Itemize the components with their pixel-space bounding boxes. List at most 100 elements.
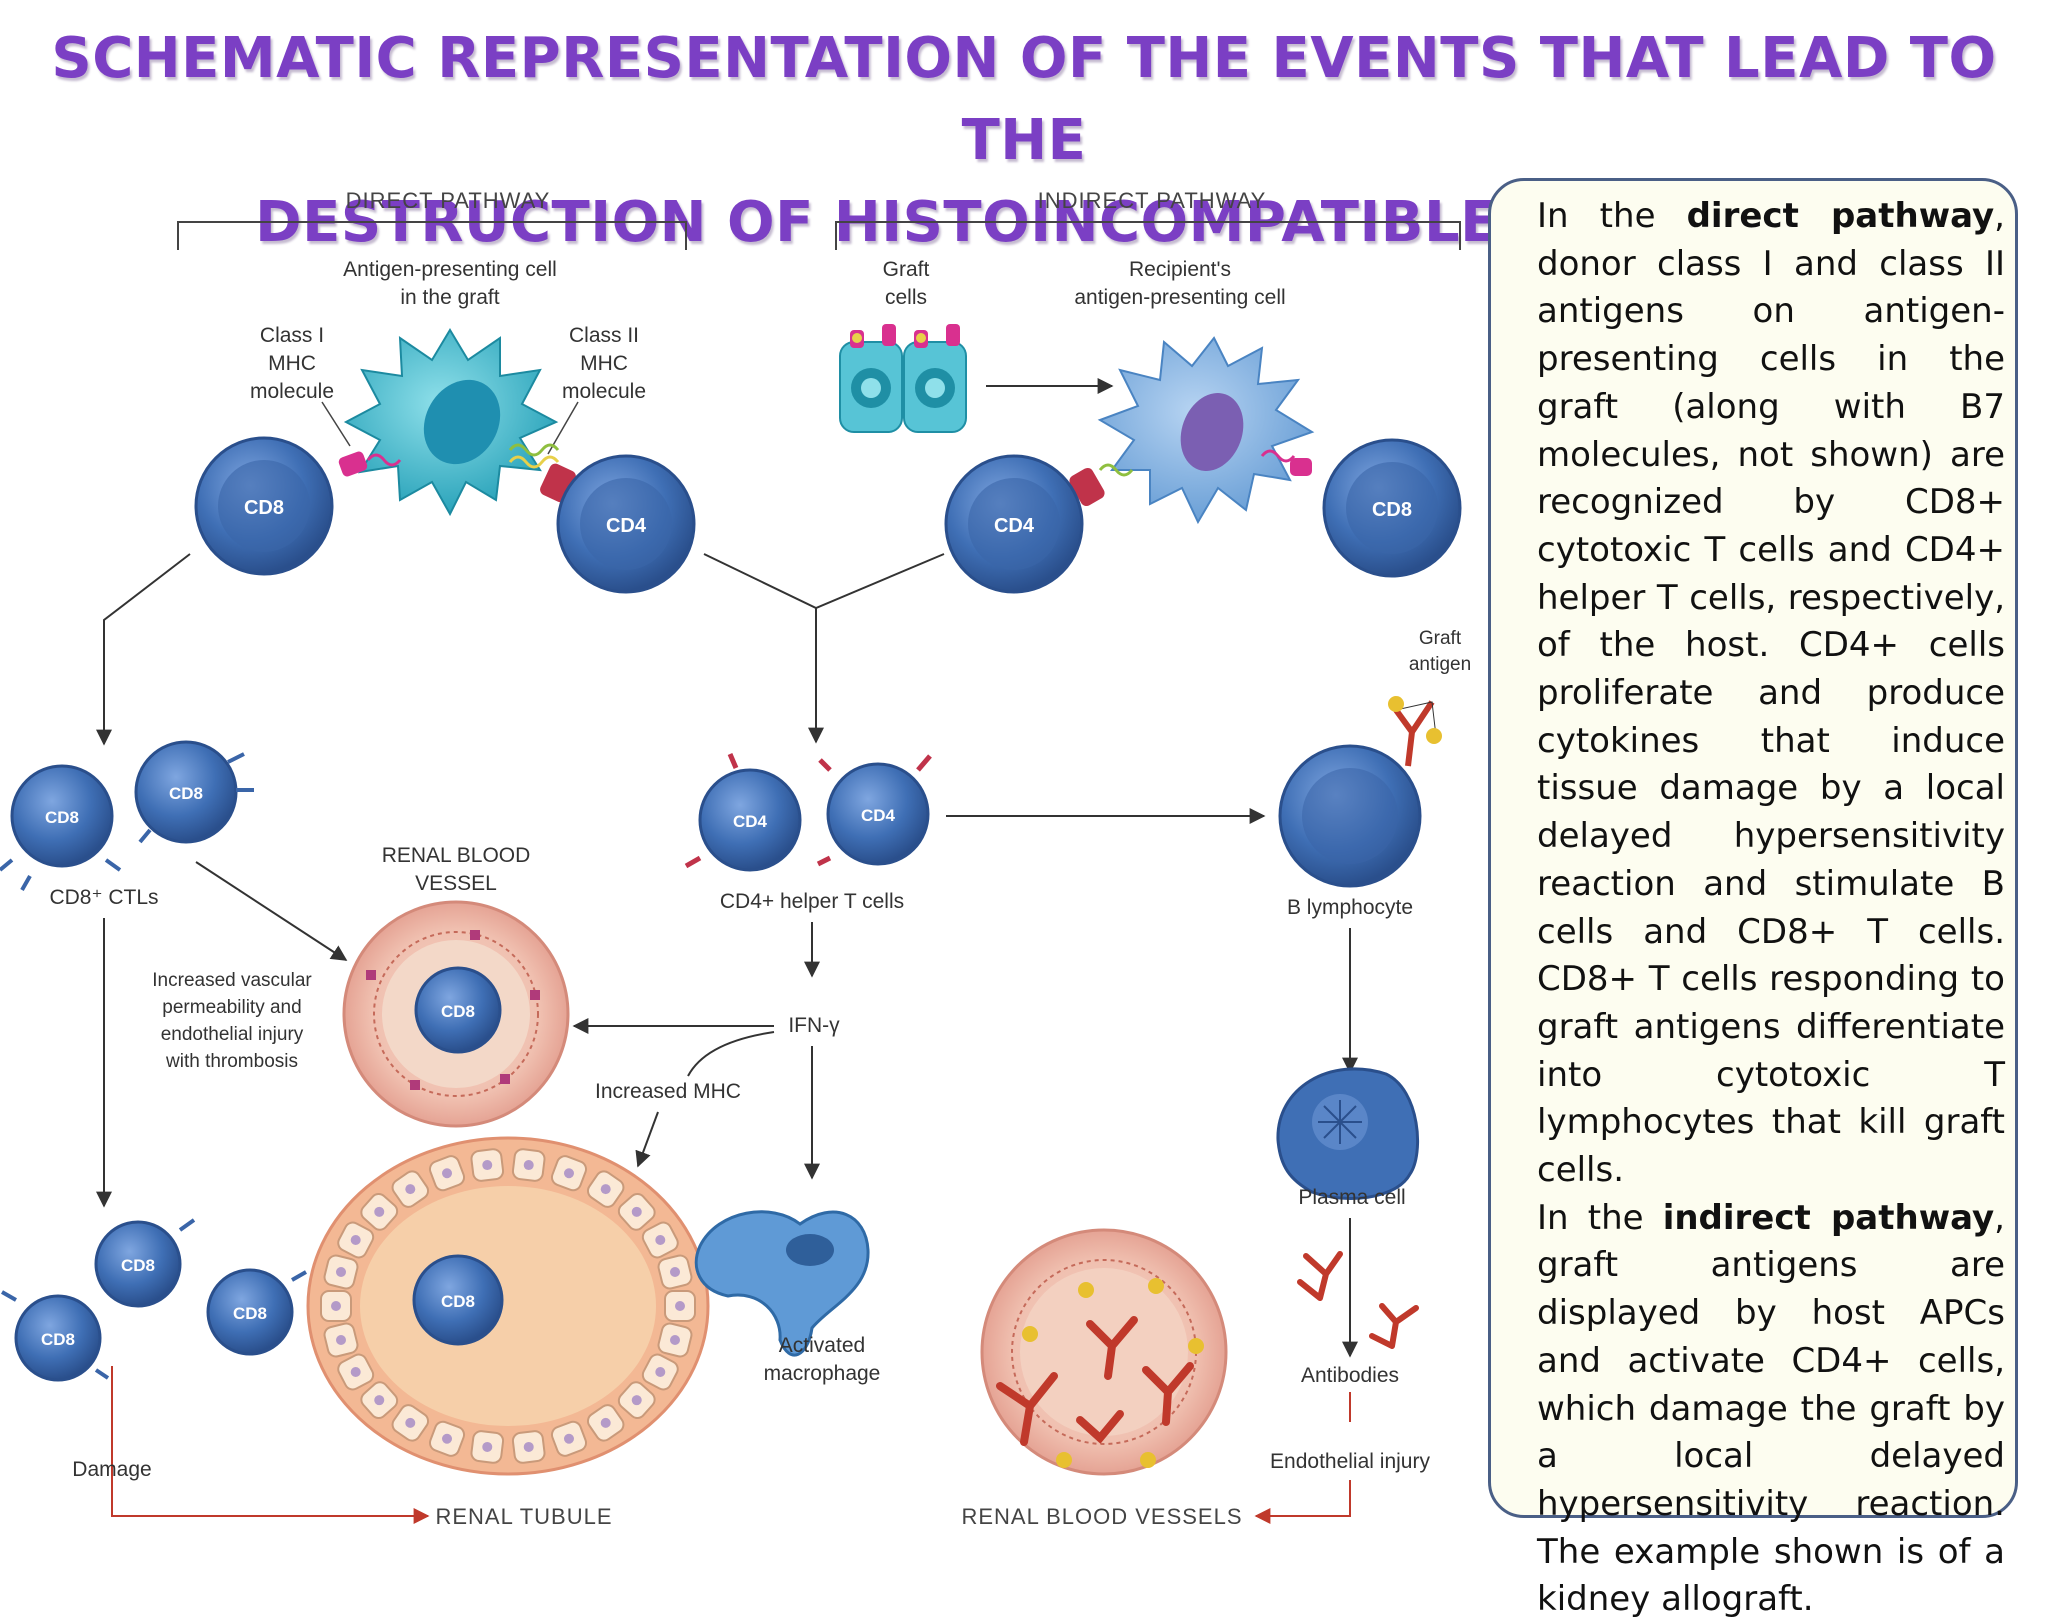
- indirect-mhc-molecules: [1069, 449, 1312, 507]
- vascular-injury-label: Increased vascular permeability and endo…: [152, 970, 312, 1072]
- class-i-mhc-label: Class I MHC molecule: [250, 324, 334, 403]
- tubule-cell-nucleus: [331, 1301, 341, 1311]
- b-lymphocyte-label: B lymphocyte: [1287, 896, 1413, 919]
- svg-text:CD4: CD4: [861, 806, 896, 825]
- svg-text:Recipient's: Recipient's: [1129, 258, 1231, 281]
- tubule-cell-nucleus: [675, 1301, 685, 1311]
- svg-text:Activated: Activated: [779, 1334, 865, 1357]
- class-i-mhc-molecule: [338, 451, 402, 477]
- cd4-helper-label: CD4+ helper T cells: [720, 890, 904, 913]
- cd8-t-cell-indirect: CD8: [1322, 438, 1462, 578]
- svg-text:with thrombosis: with thrombosis: [165, 1051, 298, 1072]
- renal-tubule-label: RENAL TUBULE: [435, 1504, 612, 1529]
- graft-apc-cell: [343, 328, 559, 517]
- svg-text:endothelial injury: endothelial injury: [161, 1024, 304, 1045]
- svg-text:permeability and: permeability and: [162, 997, 301, 1018]
- plasma-cell-label: Plasma cell: [1298, 1186, 1405, 1209]
- b-lymphocyte: [1278, 744, 1422, 888]
- svg-text:CD8: CD8: [45, 808, 79, 827]
- graft-antigen-label: Graft antigen: [1409, 628, 1471, 675]
- svg-text:CD8: CD8: [441, 1292, 475, 1311]
- tubule-cell-nucleus: [655, 1366, 666, 1377]
- svg-text:RENAL BLOOD: RENAL BLOOD: [382, 844, 531, 867]
- increased-mhc-label: Increased MHC: [595, 1080, 741, 1103]
- rejection-diagram: DIRECT PATHWAY INDIRECT PATHWAY Antigen-…: [0, 188, 1471, 1529]
- recipient-apc-label: Recipient's antigen-presenting cell: [1074, 258, 1285, 309]
- tubule-cell-nucleus: [374, 1206, 385, 1217]
- tubule-cell-nucleus: [600, 1417, 611, 1428]
- svg-text:Graft: Graft: [883, 258, 930, 281]
- tubule-cell-nucleus: [563, 1168, 574, 1179]
- svg-text:Antigen-presenting cell: Antigen-presenting cell: [343, 258, 557, 281]
- svg-text:MHC: MHC: [268, 352, 316, 375]
- svg-text:INDIRECT PATHWAY: INDIRECT PATHWAY: [1038, 188, 1267, 213]
- graft-antigen: [1388, 696, 1442, 767]
- cd4-t-cell-direct: CD4: [556, 454, 696, 594]
- tubule-cell-nucleus: [523, 1441, 534, 1452]
- svg-text:CD8: CD8: [244, 497, 284, 519]
- explanation-text: In the direct pathway, donor class I and…: [1537, 193, 2005, 1624]
- graft-cells-label: Graft cells: [883, 258, 930, 309]
- tubule-cell-nucleus: [523, 1160, 534, 1171]
- svg-text:CD8: CD8: [233, 1304, 267, 1323]
- svg-text:VESSEL: VESSEL: [415, 872, 497, 895]
- renal-blood-vessels-label: RENAL BLOOD VESSELS: [961, 1504, 1242, 1529]
- tubule-cell-nucleus: [600, 1184, 611, 1195]
- recipient-apc-cell: [1097, 336, 1315, 525]
- tubule-cell-nucleus: [482, 1160, 493, 1171]
- tubule-cell-nucleus: [374, 1395, 385, 1406]
- renal-blood-vessel-label: RENAL BLOOD VESSEL: [382, 844, 531, 895]
- tubule-cell-nucleus: [350, 1366, 361, 1377]
- cd8-ctls-label: CD8⁺ CTLs: [49, 886, 158, 909]
- indirect-pathway-term: indirect pathway: [1662, 1197, 1995, 1238]
- svg-text:macrophage: macrophage: [764, 1362, 881, 1385]
- svg-text:MHC: MHC: [580, 352, 628, 375]
- svg-text:in the graft: in the graft: [400, 286, 499, 309]
- tubule-cell-nucleus: [335, 1267, 346, 1278]
- renal-blood-vessels: [980, 1228, 1228, 1476]
- tubule-cell-nucleus: [350, 1235, 361, 1246]
- svg-text:CD4: CD4: [733, 812, 768, 831]
- indirect-pathway-paragraph: In the indirect pathway, graft antigens …: [1537, 1197, 2005, 1620]
- svg-text:CD4: CD4: [994, 515, 1035, 537]
- antibodies: [1297, 1251, 1419, 1349]
- renal-tubule: CD8: [306, 1136, 710, 1476]
- direct-pathway-term: direct pathway: [1686, 196, 1995, 236]
- svg-text:CD8: CD8: [1372, 499, 1412, 521]
- tubule-cell-nucleus: [655, 1235, 666, 1246]
- tubule-cell-nucleus: [670, 1267, 681, 1278]
- cd8-t-cell-direct: CD8: [194, 436, 334, 576]
- tubule-cell-nucleus: [670, 1334, 681, 1345]
- explanation-panel: In the direct pathway, donor class I and…: [1488, 178, 2018, 1619]
- plasma-cell: [1276, 1067, 1420, 1200]
- apc-in-graft-label: Antigen-presenting cell in the graft: [343, 258, 557, 309]
- damage-label: Damage: [72, 1458, 151, 1481]
- cd8-ctl-cells: CD8 CD8: [0, 740, 254, 891]
- direct-pathway-header: DIRECT PATHWAY: [177, 188, 687, 250]
- tubule-cell-nucleus: [442, 1433, 453, 1444]
- indirect-pathway-header: INDIRECT PATHWAY: [835, 188, 1461, 250]
- graft-cells: [839, 324, 967, 433]
- svg-text:CD8: CD8: [169, 784, 203, 803]
- cd4-t-cell-indirect: CD4: [944, 454, 1084, 594]
- svg-text:Graft: Graft: [1419, 628, 1462, 649]
- svg-text:molecule: molecule: [562, 380, 646, 403]
- tubule-cell-nucleus: [405, 1417, 416, 1428]
- endothelial-injury-label: Endothelial injury: [1270, 1450, 1430, 1473]
- tubule-cell-nucleus: [405, 1184, 416, 1195]
- renal-blood-vessel: CD8: [342, 900, 570, 1128]
- direct-pathway-paragraph: In the direct pathway, donor class I and…: [1537, 196, 2005, 1191]
- svg-text:molecule: molecule: [250, 380, 334, 403]
- svg-text:antigen: antigen: [1409, 654, 1471, 675]
- ifn-gamma-label: IFN-γ: [788, 1014, 840, 1037]
- svg-text:DIRECT PATHWAY: DIRECT PATHWAY: [346, 188, 551, 213]
- class-ii-mhc-label: Class II MHC molecule: [562, 324, 646, 403]
- svg-text:CD4: CD4: [606, 515, 647, 537]
- cd8-attacking-cells: CD8 CD8 CD8: [1, 1218, 307, 1382]
- activated-macrophage: [694, 1210, 870, 1357]
- tubule-cell-nucleus: [442, 1168, 453, 1179]
- svg-text:antigen-presenting cell: antigen-presenting cell: [1074, 286, 1285, 309]
- activated-macrophage-label: Activated macrophage: [764, 1334, 881, 1385]
- svg-text:Class II: Class II: [569, 324, 639, 347]
- tubule-cell-nucleus: [631, 1395, 642, 1406]
